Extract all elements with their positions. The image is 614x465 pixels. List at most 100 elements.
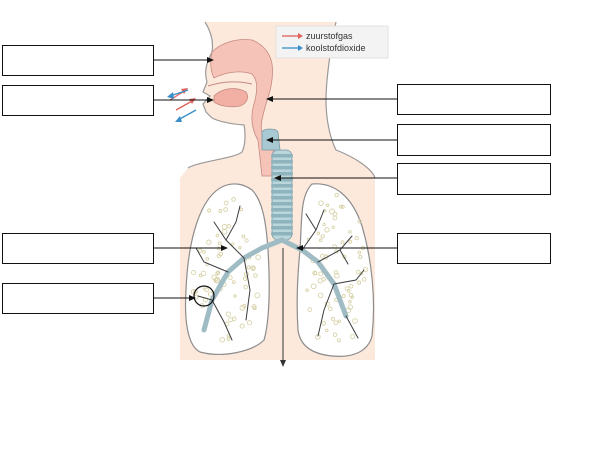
legend-oxygen-arrowhead bbox=[298, 33, 303, 39]
alveolus bbox=[318, 200, 324, 206]
alveolus bbox=[226, 337, 231, 341]
label-box-larynx[interactable] bbox=[397, 124, 551, 156]
alveolus bbox=[241, 234, 246, 239]
alveolus bbox=[325, 203, 330, 208]
alveolus bbox=[206, 239, 212, 245]
alveolus bbox=[358, 255, 363, 260]
alveolus bbox=[216, 270, 221, 275]
trachea-ring bbox=[271, 184, 293, 188]
alveolus bbox=[310, 283, 317, 290]
leader-bronchus-arrowhead bbox=[296, 245, 303, 251]
alveolus bbox=[191, 269, 197, 276]
alveolus bbox=[352, 318, 358, 324]
alveolus bbox=[246, 320, 253, 326]
alveolus bbox=[243, 284, 248, 290]
alveolus bbox=[340, 240, 345, 245]
bronchial-tree bbox=[195, 205, 365, 341]
diaphragm-arrow bbox=[280, 248, 286, 367]
trachea-ring bbox=[271, 232, 293, 236]
alveolus bbox=[317, 292, 324, 299]
alveolus bbox=[317, 278, 323, 284]
leader-nose-arrowhead bbox=[207, 57, 214, 63]
leader-mouth-arrowhead bbox=[207, 97, 214, 103]
label-box-bronchus[interactable] bbox=[397, 233, 551, 264]
alveolus bbox=[251, 266, 256, 271]
trachea-ring bbox=[271, 178, 293, 182]
alveolus bbox=[356, 269, 361, 275]
alveolus bbox=[217, 241, 222, 246]
alveolus bbox=[215, 233, 220, 238]
leader-throat-arrowhead bbox=[266, 96, 273, 102]
label-box-throat[interactable] bbox=[397, 84, 551, 115]
legend: zuurstofgas koolstofdioxide bbox=[275, 25, 389, 59]
alveolus bbox=[334, 192, 339, 198]
alveolus bbox=[348, 283, 354, 289]
label-box-trachea[interactable] bbox=[397, 163, 551, 195]
label-box-alveoli[interactable] bbox=[2, 283, 154, 314]
trachea-ring bbox=[271, 172, 293, 176]
alveolus bbox=[350, 295, 354, 300]
alveolus bbox=[359, 271, 363, 276]
alveolus bbox=[305, 288, 309, 293]
alveolus bbox=[307, 307, 313, 312]
label-box-mouth[interactable] bbox=[2, 85, 154, 116]
alveolus bbox=[239, 323, 245, 329]
alveolus bbox=[228, 317, 234, 323]
alveolus bbox=[254, 292, 261, 299]
trachea-ring bbox=[271, 196, 293, 200]
alveolus bbox=[339, 204, 343, 209]
mouth-palate bbox=[207, 81, 253, 87]
alveolus bbox=[324, 227, 330, 233]
leader-bronchiole-arrowhead bbox=[221, 245, 228, 251]
alveolus bbox=[323, 254, 329, 260]
alveolus bbox=[227, 275, 233, 280]
alveolus bbox=[350, 334, 356, 340]
alveoli-highlight-circle bbox=[193, 285, 215, 307]
trachea-ring bbox=[271, 220, 293, 224]
alveolus bbox=[214, 276, 221, 283]
alveolus bbox=[320, 253, 325, 259]
alveolus bbox=[332, 332, 338, 337]
alveolus bbox=[242, 303, 247, 309]
trachea-ring bbox=[271, 166, 293, 170]
alveolus bbox=[221, 223, 228, 230]
alveolus bbox=[238, 246, 242, 250]
alveolus bbox=[231, 280, 236, 284]
label-box-bronchiole[interactable] bbox=[2, 233, 154, 264]
alveolus bbox=[325, 328, 329, 333]
legend-co2-arrowhead bbox=[298, 45, 303, 51]
alveolus bbox=[204, 287, 209, 293]
alveolus bbox=[246, 265, 251, 270]
label-box-nose-cavity[interactable] bbox=[2, 45, 154, 76]
trachea-ring bbox=[271, 214, 293, 218]
legend-oxygen-label: zuurstofgas bbox=[306, 31, 353, 41]
alveolus bbox=[348, 239, 353, 244]
alveolus bbox=[252, 306, 257, 310]
alveolus bbox=[321, 320, 327, 326]
alveolus bbox=[318, 271, 324, 277]
alveolus bbox=[223, 207, 228, 212]
alveolus bbox=[231, 197, 236, 202]
alveolus bbox=[362, 266, 369, 273]
alveolus bbox=[318, 238, 323, 243]
trachea-ring bbox=[271, 208, 293, 212]
alveolus bbox=[207, 208, 212, 213]
alveolus bbox=[333, 270, 339, 275]
alveolus bbox=[244, 238, 249, 243]
alveolus bbox=[205, 257, 210, 261]
alveolus bbox=[329, 208, 335, 215]
alveolus bbox=[330, 316, 335, 321]
tongue bbox=[213, 88, 248, 108]
alveolus bbox=[334, 273, 340, 279]
alveolus bbox=[218, 209, 223, 213]
alveolus bbox=[316, 231, 321, 236]
alveolus bbox=[357, 219, 362, 224]
alveolus bbox=[333, 320, 339, 326]
alveolus bbox=[337, 319, 341, 323]
alveolus bbox=[242, 276, 248, 281]
alveolus bbox=[233, 294, 237, 298]
alveolus bbox=[348, 230, 352, 234]
alveolus bbox=[340, 204, 345, 209]
